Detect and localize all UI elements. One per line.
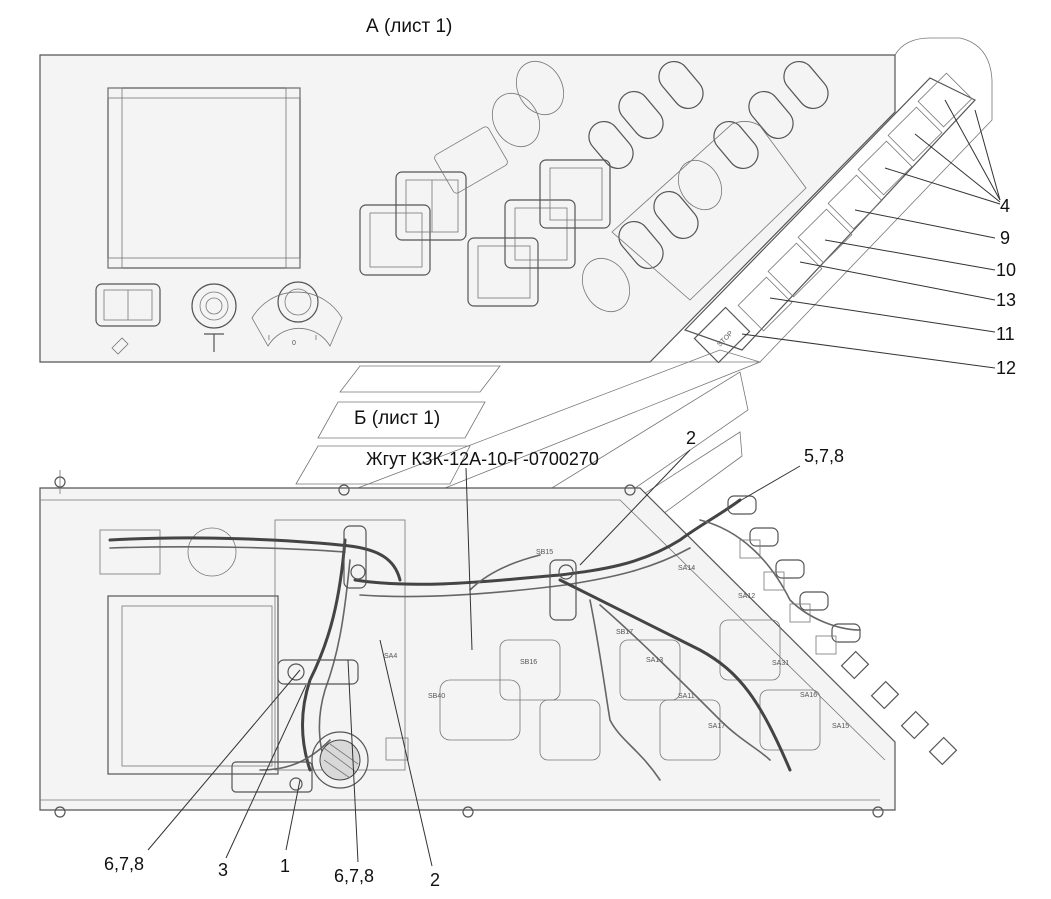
switch-outlines — [439, 619, 821, 761]
wiring-harness — [108, 498, 861, 781]
stop-button-label: STOP — [716, 330, 735, 349]
harness-clamps — [231, 525, 577, 793]
diagonal-connectors — [727, 495, 958, 766]
callout-10: 10 — [996, 260, 1016, 280]
callout-12: 12 — [996, 358, 1016, 378]
callout-b-2-top: 2 — [686, 428, 696, 448]
label-sa15: SA15 — [832, 723, 849, 730]
view-b-title: Б (лист 1) — [354, 408, 440, 429]
toggle-switch — [95, 283, 161, 355]
svg-text:I: I — [268, 335, 270, 342]
label-sa11: SA11 — [678, 693, 695, 700]
callout-b-2-bottom: 2 — [430, 870, 440, 890]
view-a: А (лист 1) — [39, 16, 1016, 378]
label-sb40: SB40 — [428, 693, 445, 700]
svg-text:0: 0 — [292, 340, 296, 347]
svg-text:I: I — [315, 335, 317, 342]
callout-b-578: 5,7,8 — [804, 446, 844, 466]
view-a-title: А (лист 1) — [366, 16, 452, 37]
switch-labels: SA14 SA12 SA13 SA31 SA11 SA16 SA17 SA15 … — [384, 549, 849, 730]
view-b-panel — [39, 487, 896, 811]
label-sa13: SA13 — [646, 657, 663, 664]
view-b: SA14 SA12 SA13 SA31 SA11 SA16 SA17 SA15 … — [39, 428, 958, 890]
label-sb15: SB15 — [536, 549, 553, 556]
label-sa14: SA14 — [678, 565, 695, 572]
callouts-view-b: 2 5,7,8 6,7,8 3 1 6,7,8 2 — [104, 428, 844, 890]
plus-minus-buttons — [588, 60, 829, 270]
rocker-switch-group-left — [359, 159, 611, 307]
harness-label: Жгут КЗК-12А-10-Г-0700270 — [366, 449, 599, 469]
callout-4: 4 — [1000, 196, 1010, 216]
mounting-holes — [54, 470, 884, 818]
control-subpanel — [611, 121, 807, 301]
view-a-panel — [39, 54, 896, 363]
label-sa17: SA17 — [708, 723, 725, 730]
blank-plugs — [434, 60, 723, 313]
label-sb16: SB16 — [520, 659, 537, 666]
callout-b-1: 1 — [280, 856, 290, 876]
label-sa4: SA4 — [384, 653, 397, 660]
callouts-view-a: 4 9 10 13 11 12 — [996, 196, 1016, 378]
callout-b-678-right: 6,7,8 — [334, 866, 374, 886]
label-sb17: SB17 — [616, 629, 633, 636]
display-window — [107, 87, 301, 269]
label-sa16: SA16 — [800, 692, 817, 699]
label-sa12: SA12 — [738, 593, 755, 600]
knob-nut — [191, 283, 237, 352]
label-sa31: SA31 — [772, 660, 789, 667]
leaders-view-b — [147, 449, 801, 867]
callout-9: 9 — [1000, 228, 1010, 248]
callout-b-678-left: 6,7,8 — [104, 854, 144, 874]
ignition-switch: I 0 I — [251, 281, 343, 347]
callout-13: 13 — [996, 290, 1016, 310]
callout-b-3: 3 — [218, 860, 228, 880]
leaders-view-a — [741, 99, 1001, 369]
buzzer — [311, 731, 369, 789]
callout-11: 11 — [996, 324, 1015, 344]
